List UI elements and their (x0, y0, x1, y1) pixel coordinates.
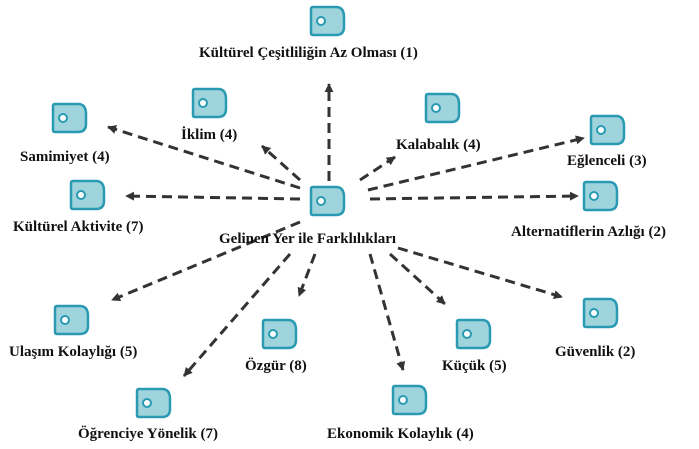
node-label-ulasim-kolayligi: Ulaşım Kolaylığı (5) (9, 344, 138, 360)
node-label-ogrenciye-yonelik: Öğrenciye Yönelik (7) (78, 426, 218, 442)
kucuk-tag-icon (455, 318, 492, 350)
node-label-kulturel-aktivite: Kültürel Aktivite (7) (13, 219, 144, 235)
kulturel-aktivite-tag-icon (69, 179, 106, 211)
ekonomik-kolaylik-tag-icon (391, 384, 428, 416)
node-label-eglenceli: Eğlenceli (3) (567, 153, 647, 169)
ogrenciye-yonelik-tag-icon (135, 387, 172, 419)
eglenceli-tag-icon (589, 114, 626, 146)
node-label-guvenlik: Güvenlik (2) (555, 344, 636, 360)
arrow-to-samimiyet (107, 125, 301, 190)
center-node-label: Gelinen Yer ile Farklılıkları (219, 231, 397, 247)
arrow-to-eglenceli (367, 135, 585, 192)
node-label-kucuk: Küçük (5) (442, 358, 507, 374)
samimiyet-tag-icon (51, 102, 88, 134)
node-label-ekonomik-kolaylik: Ekonomik Kolaylık (4) (327, 426, 474, 442)
arrow-to-ogrenciye-yonelik (182, 253, 292, 377)
node-label-iklim: İklim (4) (181, 127, 238, 143)
arrow-to-ulasim-kolayligi (111, 220, 301, 302)
arrow-to-kalabalik (359, 155, 396, 182)
kulturel-cesitlilik-tag-icon (309, 5, 346, 37)
node-label-kulturel-cesitlilik: Kültürel Çeşitliliğin Az Olması (1) (199, 45, 418, 61)
arrow-to-kucuk (388, 252, 447, 306)
ulasim-kolayligi-tag-icon (53, 304, 90, 336)
iklim-tag-icon (191, 87, 228, 119)
kalabalik-tag-icon (424, 92, 461, 124)
node-label-samimiyet: Samimiyet (4) (20, 149, 110, 165)
arrow-to-kulturel-aktivite (125, 191, 301, 201)
arrow-to-ekonomik-kolaylik (368, 253, 406, 371)
node-label-kalabalik: Kalabalık (4) (396, 137, 481, 153)
arrow-to-alternatiflerin-azligi (369, 191, 579, 201)
alternatiflerin-azligi-tag-icon (582, 180, 619, 212)
arrow-to-iklim (260, 144, 302, 182)
center-tag-icon (309, 185, 346, 217)
arrow-to-ozgur (297, 253, 317, 297)
node-label-ozgur: Özgür (8) (245, 358, 307, 374)
node-label-alternatiflerin-azligi: Alternatiflerin Azlığı (2) (511, 224, 666, 240)
ozgur-tag-icon (261, 318, 298, 350)
arrow-to-guvenlik (397, 246, 563, 299)
guvenlik-tag-icon (582, 297, 619, 329)
